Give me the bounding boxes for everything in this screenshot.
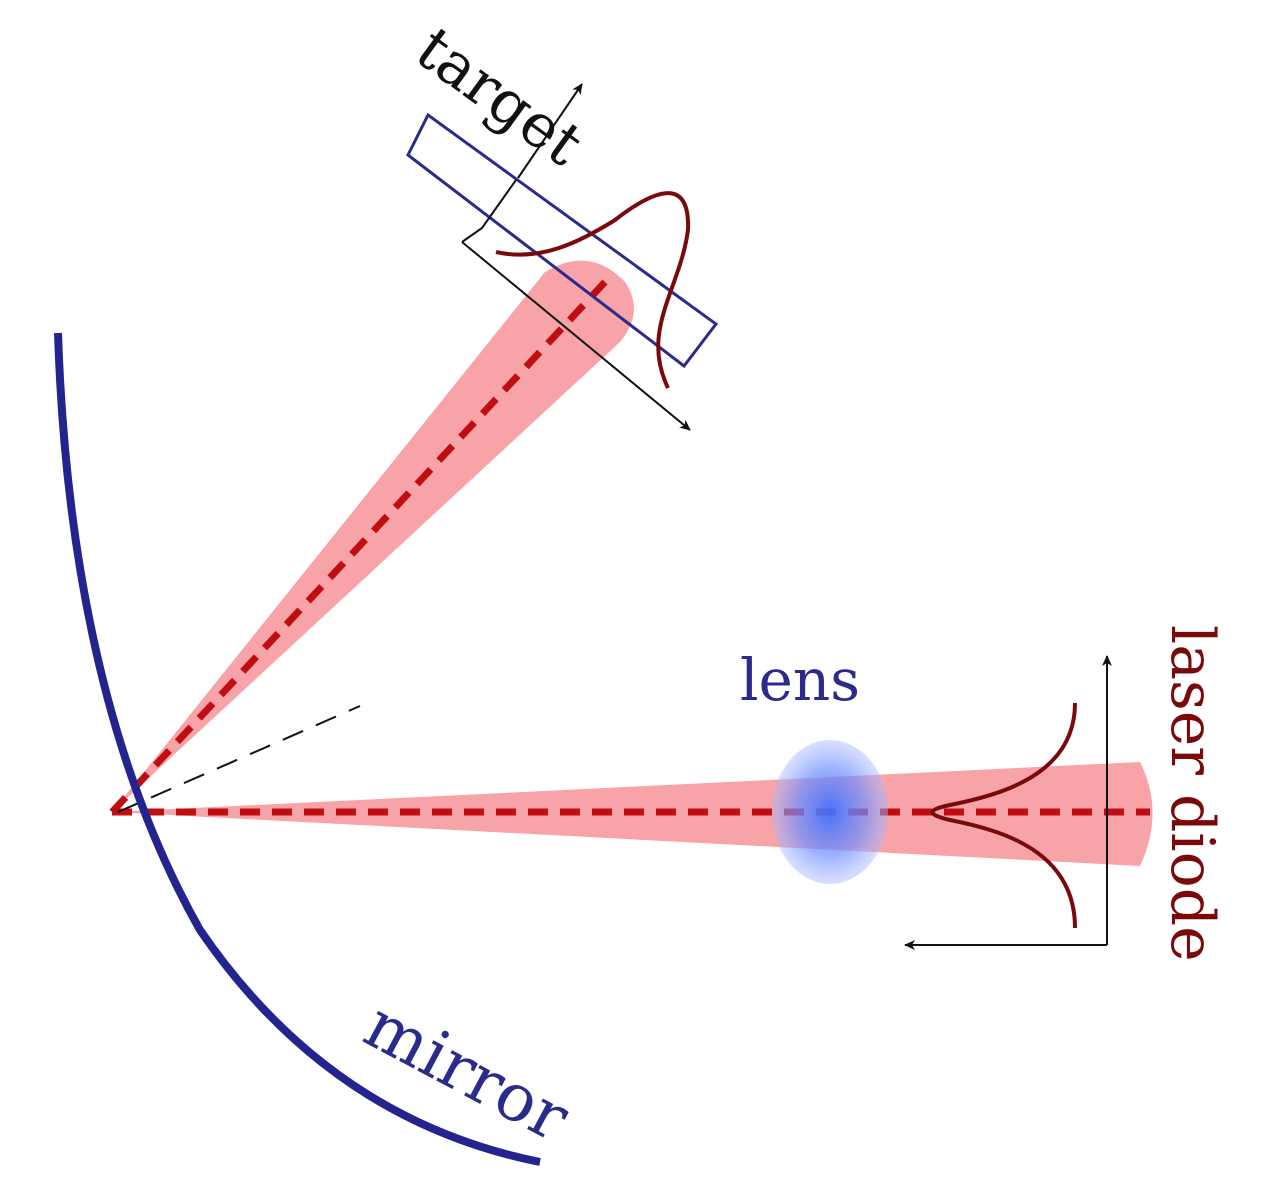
mirror-label: mirror	[352, 986, 581, 1157]
laser-gaussian-profile	[930, 702, 1077, 929]
target-label: target	[403, 14, 595, 180]
target-axes	[461, 83, 691, 431]
target-gaussian-profile	[495, 191, 691, 389]
reflected-beam	[109, 260, 634, 815]
mirror-arc	[54, 332, 541, 1166]
reflected-beam-axis	[109, 279, 608, 815]
lens-label: lens	[740, 646, 860, 714]
laser-axes	[904, 655, 1112, 950]
reflected-beam-cone	[112, 260, 634, 812]
target-axis-diagonal	[461, 241, 691, 431]
lens-ellipse	[772, 740, 888, 884]
incoming-beam	[112, 762, 1153, 866]
target-axis-up	[517, 83, 583, 179]
target-axis-bracket	[461, 179, 517, 243]
mirror-normal-line	[117, 705, 361, 813]
target-box	[406, 112, 719, 369]
laser-diode-label: laser diode	[1157, 625, 1227, 962]
